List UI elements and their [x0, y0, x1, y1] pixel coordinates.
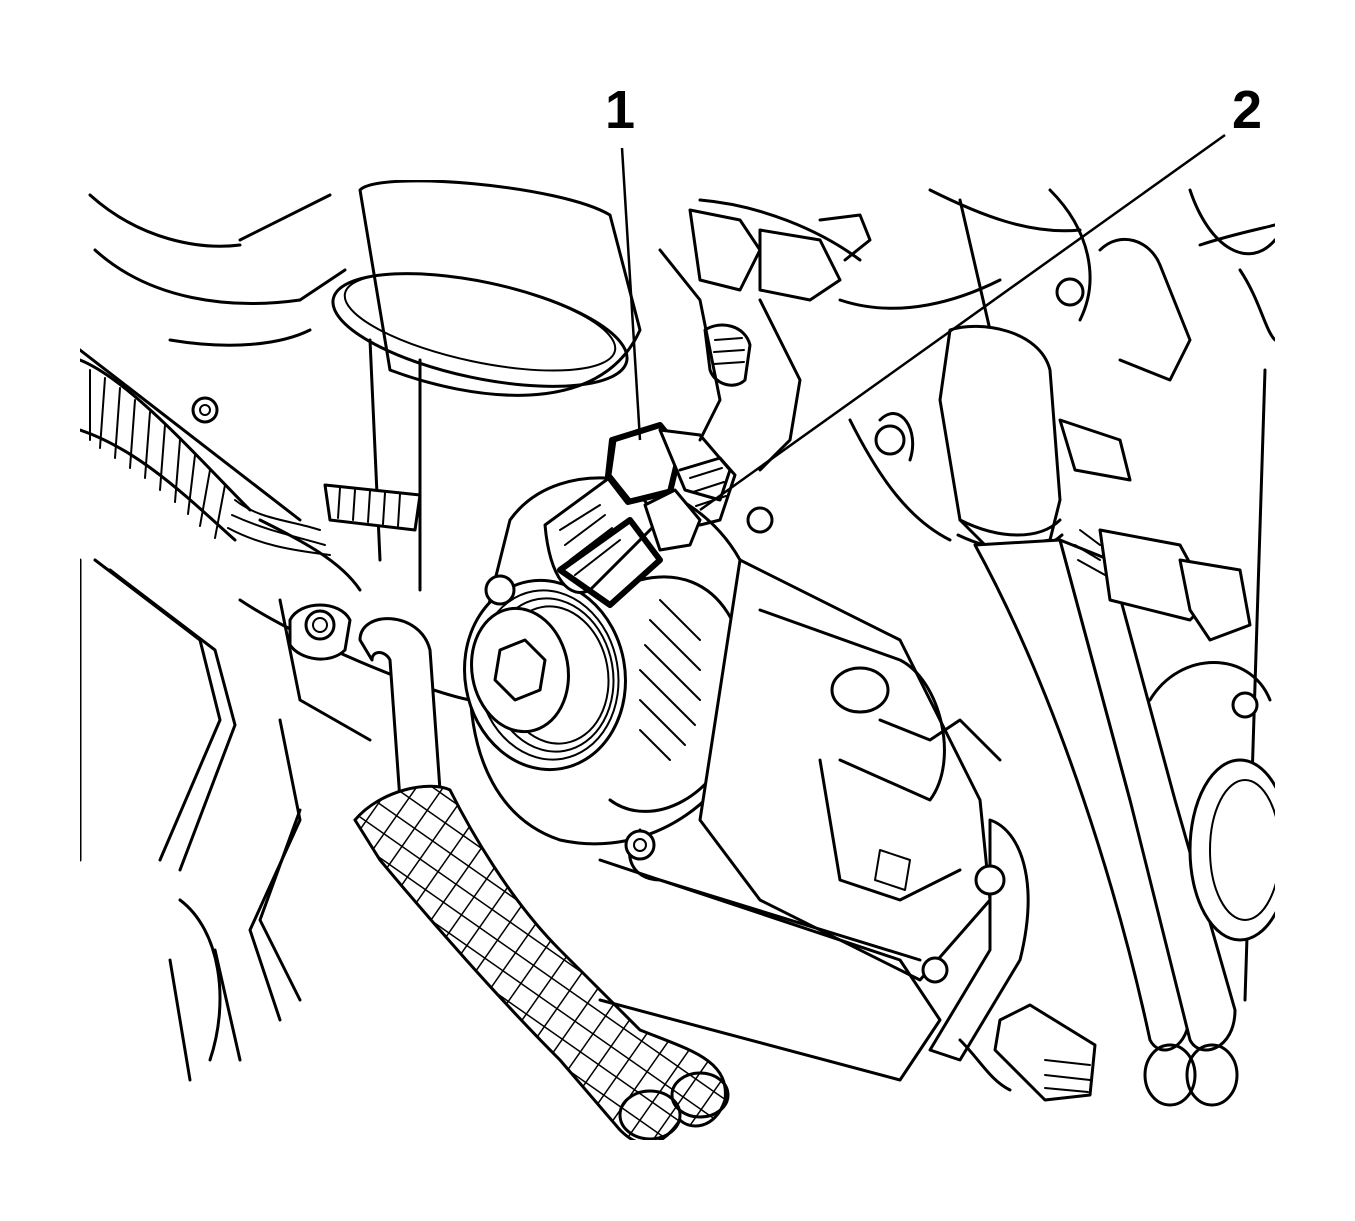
braided-harness — [353, 784, 730, 1140]
mounting-bracket-left — [278, 483, 422, 742]
right-housing — [1148, 661, 1275, 942]
engine-block-outline — [80, 188, 1275, 1082]
electrical-connector-right — [1055, 237, 1252, 642]
coolant-hose-left — [358, 617, 442, 802]
stud-and-nut-assembly — [484, 422, 774, 608]
wiring-harness-left — [80, 358, 331, 556]
alternator-pulley — [463, 578, 627, 772]
coolant-hose-right — [938, 324, 1239, 1107]
upper-right-components — [658, 198, 992, 472]
callout-2-leader — [699, 133, 1226, 512]
callout-leaders — [620, 133, 1226, 512]
callout-1-label: 1 — [605, 80, 635, 140]
callout-2-label: 2 — [1232, 80, 1262, 140]
electrical-connector-lower — [958, 1003, 1097, 1102]
callout-1-leader — [620, 147, 642, 441]
